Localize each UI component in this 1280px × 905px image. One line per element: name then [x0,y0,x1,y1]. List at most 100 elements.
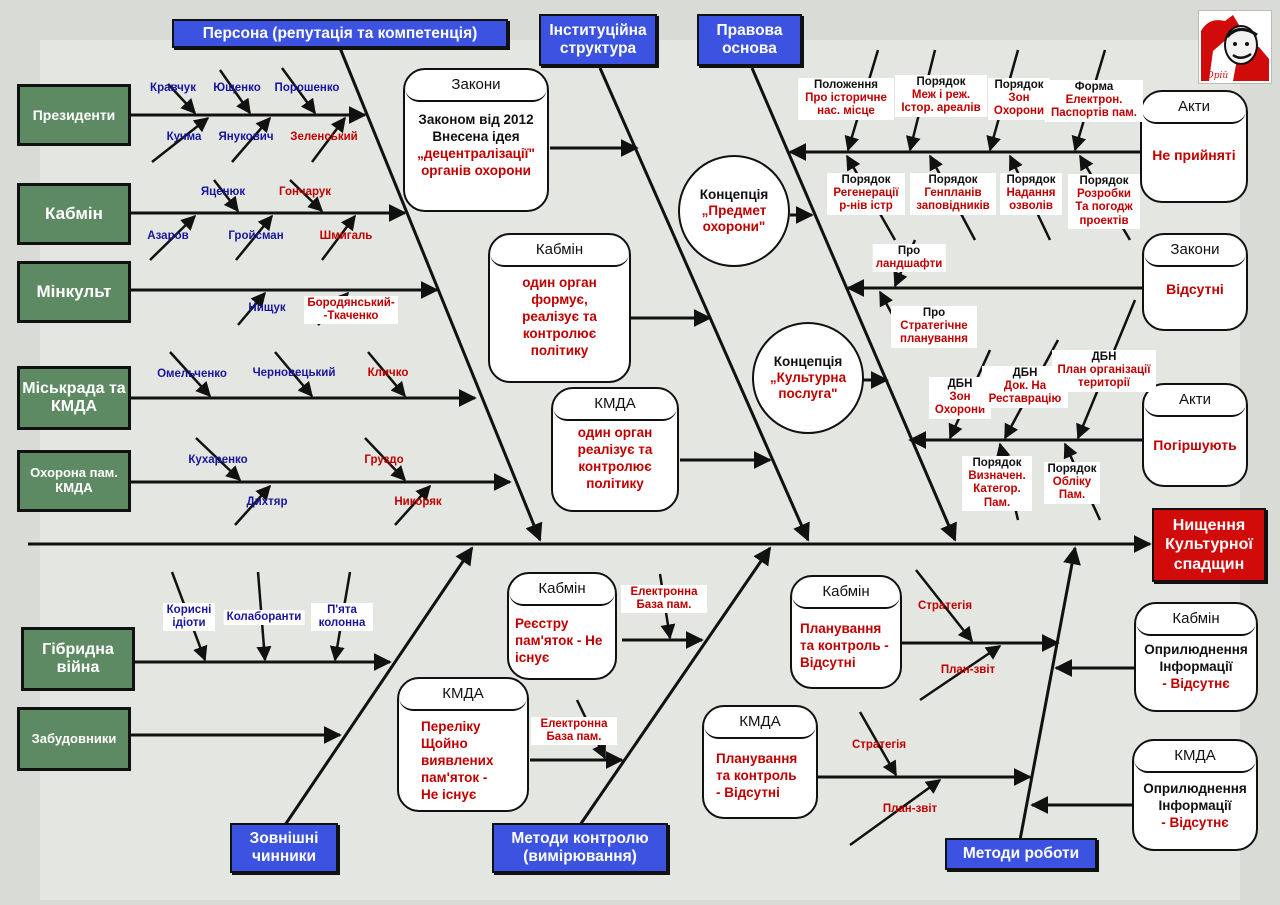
card-title: КМДА [704,707,816,739]
card-line: Внесена ідея [432,128,520,144]
card-title: КМДА [399,679,527,711]
bone-persona [338,47,543,542]
label-strategy-2: Стратегія [851,739,907,751]
label-edb-1: Електронна База пам. [621,585,707,614]
label-kravchuk: Кравчук [150,82,196,94]
bone-external [283,546,474,826]
category-control: Методи контролю (вимірювання) [492,823,668,873]
card-body: один орган формує, реалізує та контролює… [522,275,597,358]
card-zakony-2012: Закони Законом від 2012 Внесена ідея „де… [403,68,549,212]
label-plan-report-2: План-звіт [882,803,938,815]
legal-forma: Форма Електрон. Паспортів пам. [1045,80,1143,122]
legal-dozvil: Порядок Надання озволів [1000,173,1062,215]
card-line: органів охорони [421,162,531,178]
legal-vyznach: Порядок Визначен. Категор. Пам. [962,456,1032,511]
card-line: - Відсутнє [1161,814,1229,830]
label-plan-report-1: План-звіт [940,664,996,676]
card-title: Акти [1142,92,1246,124]
concept-subject: Концепція „Предмет охорони" [678,155,790,267]
actor-presidents: Президенти [17,84,131,146]
actor-miskrada: Міськрада та КМДА [17,366,131,430]
label-groysman: Гройсман [228,230,284,242]
author-logo: Юрій [1198,10,1272,84]
card-kabmin-planning: Кабмін Планування та контроль - Відсутні [790,575,902,689]
actor-hybrid: Гібридна війна [21,627,135,691]
label-collaborators: Колаборанти [223,610,305,626]
actor-okhorona: Охорона пам. КМДА [17,450,131,512]
card-body: Погіршують [1153,437,1237,453]
card-body: Переліку Щойно виявлених пам'яток - Не і… [421,719,494,802]
legal-mezh: Порядок Меж і реж. Істор. ареалів [895,75,987,117]
card-line: „децентралізації" [417,145,535,161]
actor-cabmin: Кабмін [17,183,131,245]
portrait-icon [1199,11,1271,83]
label-kukharenko: Кухаренко [188,454,248,466]
label-kuchma: Кучма [166,131,202,143]
legal-rozrobky: Порядок Розробки Та погодж проектів [1068,174,1140,229]
label-fifth-column: П'ята колонна [311,603,373,632]
label-shmyhal: Шмигаль [319,230,373,242]
label-yanukovych: Янукович [218,131,274,143]
effect-box: Нищення Культурної спадщин [1152,508,1266,582]
card-body: Реєстру пам'яток - Не існує [515,616,603,665]
card-kmda-list: КМДА Переліку Щойно виявлених пам'яток -… [397,677,529,812]
label-azarov: Азаров [147,230,189,242]
label-poroshenko: Порошенко [274,82,340,94]
concept-title: Концепція [773,353,843,369]
card-kmda-info: КМДА Оприлюднення Інформації - Відсутнє [1132,739,1258,851]
label-nyshchuk: Нищук [248,302,286,314]
legal-oblik: Порядок Обліку Пам. [1044,462,1100,504]
bone-legal [750,67,957,542]
concept-body: „Предмет охорони" [701,202,767,235]
label-borodyansky: Бородянський- -Ткаченко [304,296,398,325]
card-line: Оприлюднення Інформації [1143,781,1247,813]
logo-text: Юрій [1203,71,1229,81]
card-line: Оприлюднення Інформації [1144,642,1248,674]
card-zakony-absent: Закони Відсутні [1142,233,1248,331]
actor-minkult: Мінкульт [17,261,131,323]
card-title: КМДА [1134,741,1256,773]
concept-body: „Культурна послуга" [769,369,847,402]
card-title: Акти [1144,385,1246,417]
category-work: Методи роботи [945,838,1097,870]
legal-regen: Порядок Регенерації р-нів істр [827,173,905,215]
label-hruzdo: Груздо [364,454,404,466]
card-kmda-planning: КМДА Планування та контроль - Відсутні [702,705,818,819]
card-title: Кабмін [490,235,629,267]
label-chernovetsky: Черновецький [252,367,336,379]
card-title: Закони [1144,235,1246,267]
legal-genplan: Порядок Генпланів заповідників [910,173,996,215]
label-edb-2: Електронна База пам. [531,717,617,746]
label-strategy-1: Стратегія [917,600,973,612]
concept-service: Концепція „Культурна послуга" [752,322,864,434]
label-nykoriak: Никоряк [394,496,442,508]
card-body: Не прийняті [1152,147,1236,163]
card-title: КМДА [553,389,677,421]
bone-control [578,546,772,826]
legal-dbn-plan: ДБН План організації території [1052,350,1156,392]
card-kabmin-policy: Кабмін один орган формує, реалізує та ко… [488,233,631,383]
label-yatsenyuk: Яценюк [200,186,246,198]
label-zelensky: Зеленський [290,131,358,143]
category-persona: Персона (репутація та компетенція) [172,19,508,48]
label-dykhtiar: Дихтяр [246,496,288,508]
category-external: Зовнішні чинники [230,823,338,873]
card-kabmin-info: Кабмін Оприлюднення Інформації - Відсутн… [1134,602,1258,712]
card-kabmin-register: Кабмін Реєстру пам'яток - Не існує [507,572,617,680]
legal-polozhennia: Положення Про історичне нас. місце [798,78,894,120]
category-institutional: Інституційна структура [539,14,657,66]
label-omelchenko: Омельченко [157,368,227,380]
concept-title: Концепція [699,186,769,202]
label-useful-idiots: Корисні ідіоти [163,603,215,632]
card-kmda-policy: КМДА один орган реалізує та контролює по… [551,387,679,512]
card-akty-not-adopted: Акти Не прийняті [1140,90,1248,203]
legal-dbn-restoration: ДБН Док. На Реставрацію [982,366,1068,408]
label-yushchenko: Ющенко [213,82,261,94]
card-body: Відсутні [1166,281,1224,297]
legal-zon: Порядок Зон Охорони [988,78,1050,120]
legal-dbn-zon: ДБН Зон Охорони [929,377,991,419]
legal-strategic: Про Стратегічне планування [891,306,977,348]
legal-landscape: Про ландшафти [872,244,946,273]
